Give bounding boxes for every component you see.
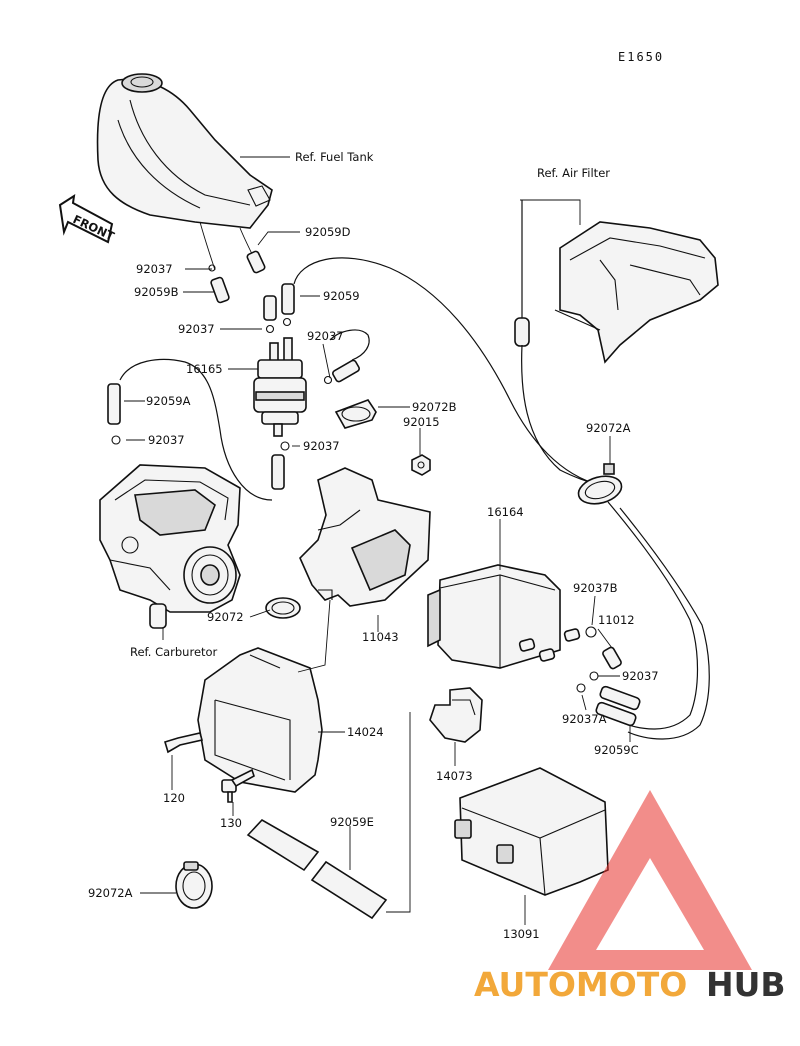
label-92037-f: 92037 xyxy=(622,669,659,683)
clip-92037-d xyxy=(111,435,121,445)
hose-lower-fuel xyxy=(271,454,285,490)
ref-fuel-tank-label: Ref. Fuel Tank xyxy=(295,150,374,164)
label-14073: 14073 xyxy=(436,769,473,783)
watermark-triangle xyxy=(548,790,752,970)
clip-92037-c xyxy=(323,375,333,385)
hose-right-fuel xyxy=(332,359,360,383)
carburetor xyxy=(99,464,241,629)
label-130: 130 xyxy=(220,816,242,830)
air-filter-housing xyxy=(554,221,719,364)
label-13091: 13091 xyxy=(503,927,540,941)
tube-92059C-a xyxy=(599,685,641,711)
hose-92059-right xyxy=(281,283,295,315)
label-92037A: 92037A xyxy=(562,712,607,726)
label-92059C: 92059C xyxy=(594,743,639,757)
watermark-logo: AUTOMOTO HUB xyxy=(474,790,786,1004)
clip-92037-b xyxy=(265,324,275,334)
leader-lines xyxy=(124,156,631,925)
label-92037-a: 92037 xyxy=(136,262,173,276)
label-92037-c: 92037 xyxy=(307,329,344,343)
air-filter-hose-fitting xyxy=(514,317,530,347)
label-92072: 92072 xyxy=(207,610,244,624)
clamp-92072A-upper xyxy=(577,463,623,505)
labels: Ref. Fuel Tank Ref. Air Filter Ref. Carb… xyxy=(88,150,659,941)
label-14024: 14024 xyxy=(347,725,384,739)
bracket-11043 xyxy=(299,467,431,607)
clip-92037-a xyxy=(208,264,216,272)
label-92072B: 92072B xyxy=(412,400,457,414)
nut-92015 xyxy=(411,454,431,476)
cover-14024 xyxy=(197,647,323,793)
hose-92059A xyxy=(107,383,121,425)
label-92037B: 92037B xyxy=(573,581,618,595)
label-16165: 16165 xyxy=(186,362,223,376)
bolt-120 xyxy=(164,732,204,754)
label-120: 120 xyxy=(163,791,185,805)
watermark-text-b: HUB xyxy=(706,965,786,1004)
tube-92059C-b xyxy=(595,701,637,727)
hose-92059D xyxy=(246,250,266,274)
clip-92037-e xyxy=(280,441,290,451)
hose-92059E xyxy=(246,818,388,920)
hose-92059-left xyxy=(263,295,277,321)
tube-11012 xyxy=(602,646,622,670)
box-13091 xyxy=(454,767,609,896)
label-92037-d: 92037 xyxy=(148,433,185,447)
label-92037-b: 92037 xyxy=(178,322,215,336)
fuel-filter xyxy=(253,337,307,437)
diagram-code: E1650 xyxy=(618,50,664,64)
clip-92037-f xyxy=(589,671,599,681)
fuel-tank xyxy=(96,73,273,271)
clip-92037B xyxy=(585,626,597,638)
clamp-92072A-lower xyxy=(175,861,213,909)
clamp-92072 xyxy=(265,597,301,619)
bolt-130 xyxy=(221,768,255,803)
clamp-92072B xyxy=(334,399,377,429)
canister-16164 xyxy=(427,564,581,669)
front-arrow: FRONT xyxy=(58,193,117,244)
ref-carburetor-label: Ref. Carburetor xyxy=(130,645,218,659)
label-92059B: 92059B xyxy=(134,285,179,299)
elbow-14073 xyxy=(429,687,483,743)
clip-92037A xyxy=(576,683,586,693)
label-92059E: 92059E xyxy=(330,815,374,829)
label-92037-e: 92037 xyxy=(303,439,340,453)
label-11012: 11012 xyxy=(598,613,635,627)
hose-92059B xyxy=(210,276,230,304)
label-92072A-upper: 92072A xyxy=(586,421,631,435)
ref-air-filter-label: Ref. Air Filter xyxy=(537,166,610,180)
label-92015: 92015 xyxy=(403,415,440,429)
clip-92037-b2 xyxy=(282,317,292,327)
label-92059: 92059 xyxy=(323,289,360,303)
label-92059D: 92059D xyxy=(305,225,351,239)
label-16164: 16164 xyxy=(487,505,524,519)
label-92072A-lower: 92072A xyxy=(88,886,133,900)
label-92059A: 92059A xyxy=(146,394,191,408)
label-11043: 11043 xyxy=(362,630,399,644)
watermark-text-a: AUTOMOTO xyxy=(474,965,687,1004)
